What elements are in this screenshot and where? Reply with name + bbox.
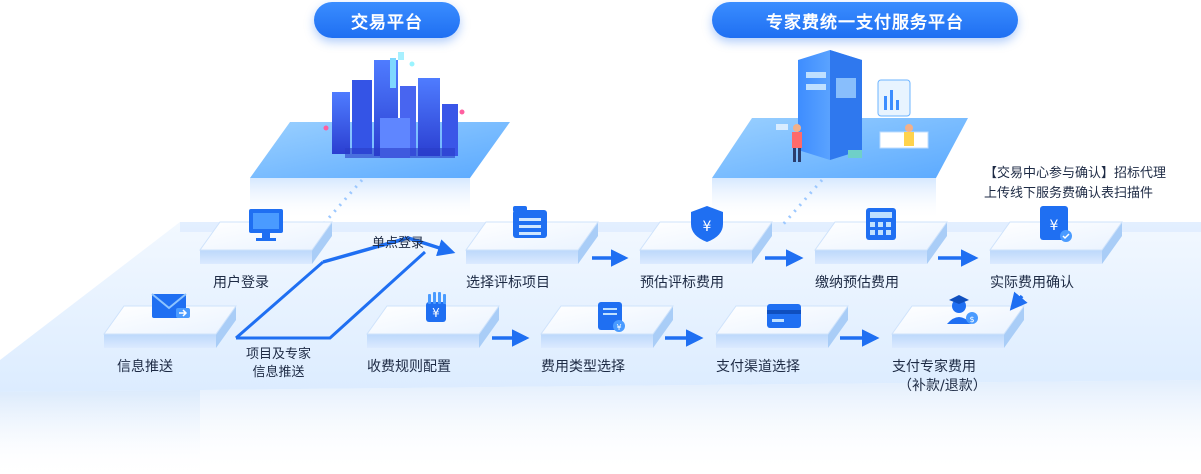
document-yuan-icon: ¥ [598,302,625,332]
confirm-note-line1: 【交易中心参与确认】招标代理 [984,166,1167,181]
node-user-login[interactable]: 用户登录 [213,275,269,291]
payment-platform-block [712,50,968,220]
tile-actual-confirm [989,221,1123,264]
node-pay-expert[interactable]: 支付专家费用 [892,359,976,375]
node-estimate-fee[interactable]: 预估评标费用 [640,275,724,291]
svg-text:¥: ¥ [616,323,621,332]
sso-edge [322,236,456,264]
tile-info-push [103,305,237,348]
arrow-confirm-to-expert [1009,291,1028,311]
node-info-push[interactable]: 信息推送 [117,359,173,375]
mail-send-icon [151,293,190,318]
node-pay-estimate[interactable]: 缴纳预估费用 [815,275,899,291]
node-actual-confirm[interactable]: 实际费用确认 [990,275,1074,291]
edges [235,236,1028,347]
login-to-push-edge [235,260,324,340]
node-fee-rule[interactable]: 收费规则配置 [367,359,451,375]
monitor-icon [249,209,283,241]
node-pay-expert-sub: （补款/退款） [898,378,987,394]
svg-text:$: $ [969,315,974,324]
server-office-icon [776,50,929,162]
payment-platform-title: 专家费统一支付服务平台 [712,2,1018,38]
node-fee-type[interactable]: 费用类型选择 [541,359,625,375]
edge-label-push: 项目及专家 信息推送 [246,346,311,382]
svg-text:¥: ¥ [703,219,712,235]
confirm-note: 【交易中心参与确认】招标代理 上传线下服务费确认表扫描件 [984,164,1166,204]
tile-fee-type [540,305,674,348]
confirm-note-line2: 上传线下服务费确认表扫描件 [984,186,1154,201]
svg-text:¥: ¥ [1050,218,1059,234]
trading-platform-title: 交易平台 [314,2,460,38]
expert-payment-icon: $ [947,295,978,324]
yuan-shield-icon: ¥ [691,206,723,242]
yuan-hand-icon: ¥ [426,292,446,322]
yuan-document-check-icon: ¥ [1040,206,1072,242]
card-icon [767,304,801,328]
push-edge [236,250,427,340]
edge-label-sso: 单点登录 [372,236,425,251]
calculator-icon [866,208,896,240]
edge-label-push-line1: 项目及专家 [246,347,312,362]
trading-platform-block [250,52,510,220]
folder-list-icon [513,206,547,238]
city-buildings-icon [323,52,465,158]
node-select-project[interactable]: 选择评标项目 [466,275,550,291]
node-pay-channel[interactable]: 支付渠道选择 [716,359,800,375]
edge-label-push-line2: 信息推送 [252,365,305,380]
tiles [103,221,1123,348]
svg-text:¥: ¥ [432,306,440,320]
